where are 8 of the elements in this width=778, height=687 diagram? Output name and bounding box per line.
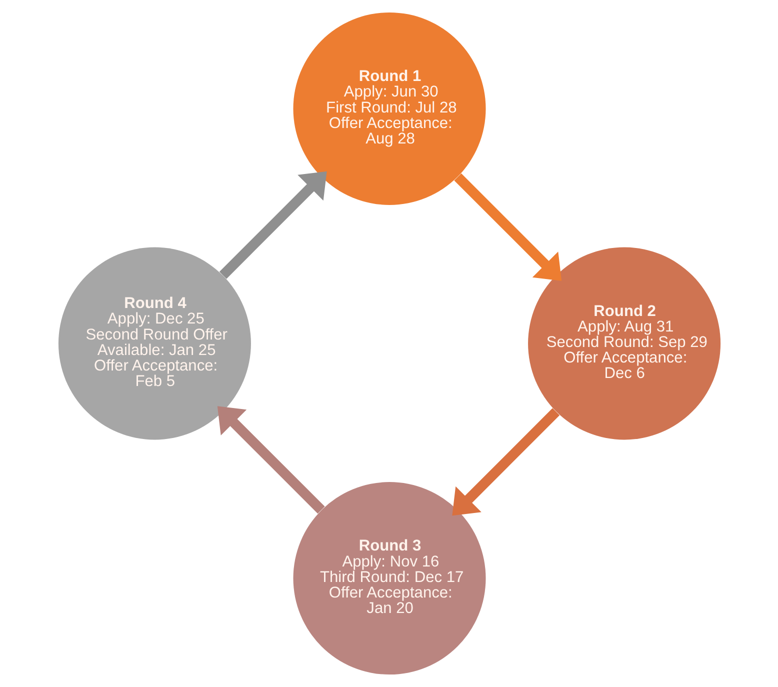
- node-circle: Round 1 Apply: Jun 30 First Round: Jul 28 Offer Acceptance: Aug 28: [292, 12, 486, 205]
- arrow: [452, 408, 560, 516]
- node-circle: Round 2 Apply: Aug 31 Second Round: Sep 29 Offer Acceptance: Dec 6: [528, 247, 720, 440]
- arrow: [216, 406, 324, 514]
- arrow: [218, 171, 326, 279]
- node-circle: Round 4 Apply: Dec 25 Second Round Offer Available: Jan 25 Offer Acceptance: Feb 5: [58, 247, 250, 440]
- arrow: [454, 173, 562, 281]
- node-circle: Round 3 Apply: Nov 16 Third Round: Dec 17 Offer Acceptance: Jan 20: [292, 482, 486, 675]
